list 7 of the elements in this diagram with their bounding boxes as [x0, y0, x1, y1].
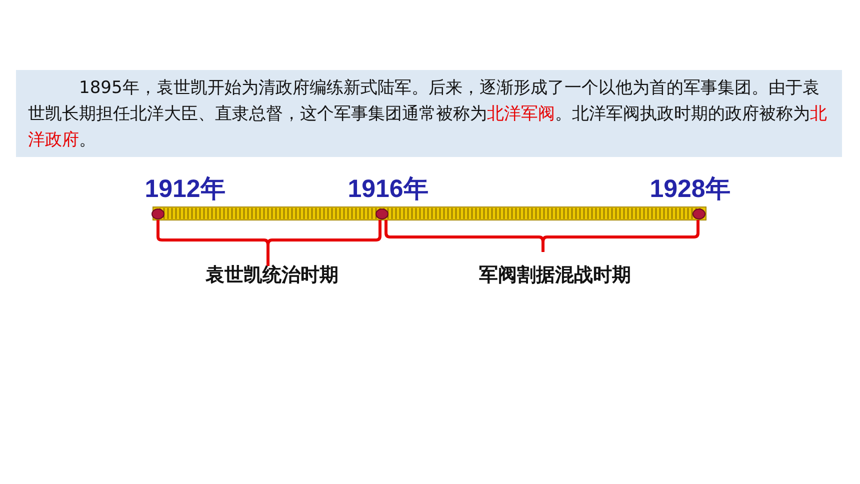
text-panel [16, 70, 842, 157]
paragraph: 1895年，袁世凯开始为清政府编练新式陆军。后来，逐渐形成了一个以他为首的军事集团。由于袁世凯长期担任北洋大臣、直隶总督，这个军事集团通常被称为北洋军阀。北洋军阀执政时期的政府被称为北洋政府。 [28, 77, 828, 152]
period-label: 袁世凯统治时期 [206, 263, 338, 288]
year-label: 1928年 [650, 174, 730, 205]
year-label: 1912年 [144, 174, 226, 205]
year-label: 1916年 [348, 174, 428, 205]
period-label: 军阀割据混战时期 [479, 263, 631, 288]
